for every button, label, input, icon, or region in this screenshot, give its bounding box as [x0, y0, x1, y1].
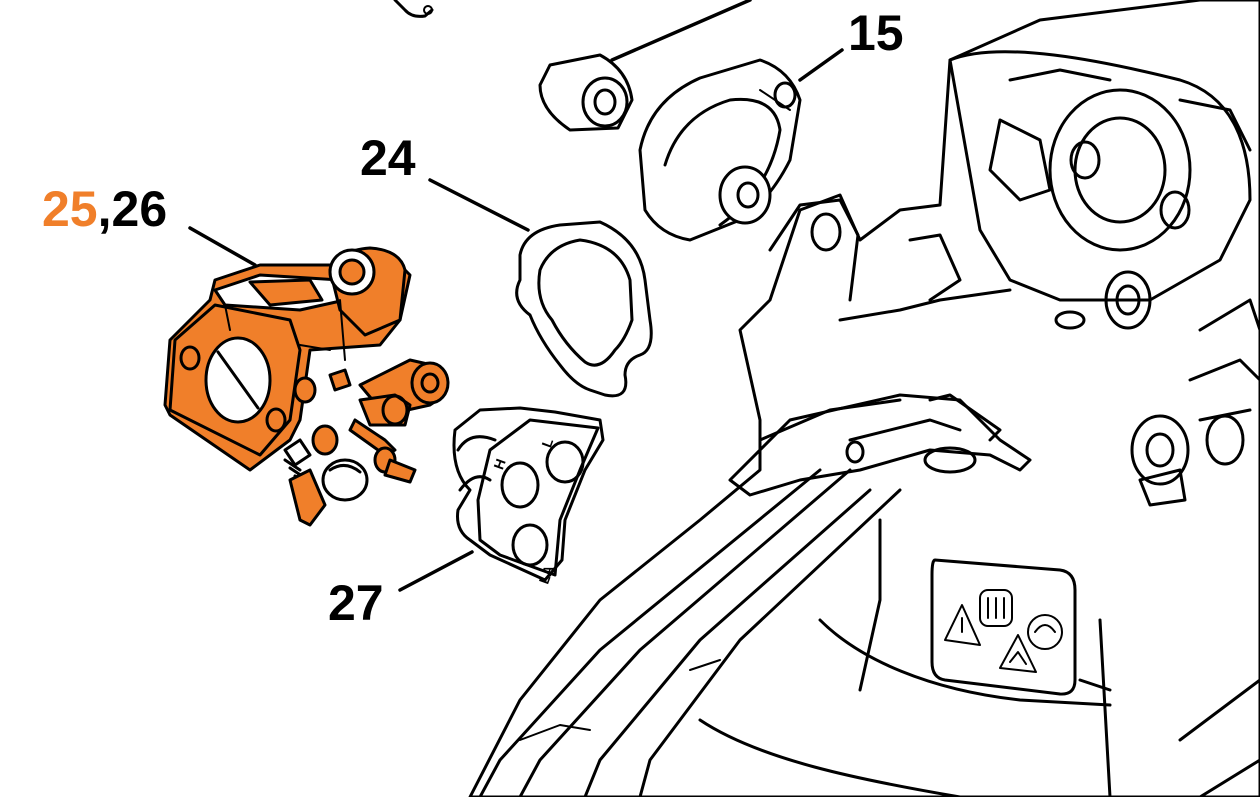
callout-26: 26	[112, 181, 168, 237]
carburetor	[163, 246, 450, 527]
callout-24: 24	[360, 130, 416, 186]
intake-manifold: H L LA	[452, 406, 605, 586]
leader-15	[798, 48, 844, 82]
svg-text:25,26: 25,26	[42, 181, 167, 237]
warning-label-plate	[930, 558, 1077, 696]
callout-separator: ,	[98, 181, 112, 237]
callout-15: 15	[848, 5, 904, 61]
hearing-protection-icon	[1027, 614, 1063, 650]
leader-sleeve	[610, 0, 752, 62]
book-icon	[979, 589, 1013, 627]
intake-cover	[638, 58, 802, 242]
callout-25-26: 25,26	[42, 181, 167, 237]
engine-housing	[468, 0, 1260, 797]
manifold-port-label-la: LA	[535, 563, 556, 586]
leader-24	[428, 178, 530, 232]
fire-warning-icon	[999, 634, 1037, 673]
callout-27: 27	[328, 575, 384, 631]
warning-triangle-icon	[944, 604, 981, 646]
callout-25: 25	[42, 181, 98, 237]
leader-27	[398, 550, 474, 592]
gasket	[515, 220, 653, 398]
leader-25-26	[188, 226, 257, 267]
partial-part-top	[393, 0, 434, 18]
spacer-sleeve	[538, 53, 634, 132]
